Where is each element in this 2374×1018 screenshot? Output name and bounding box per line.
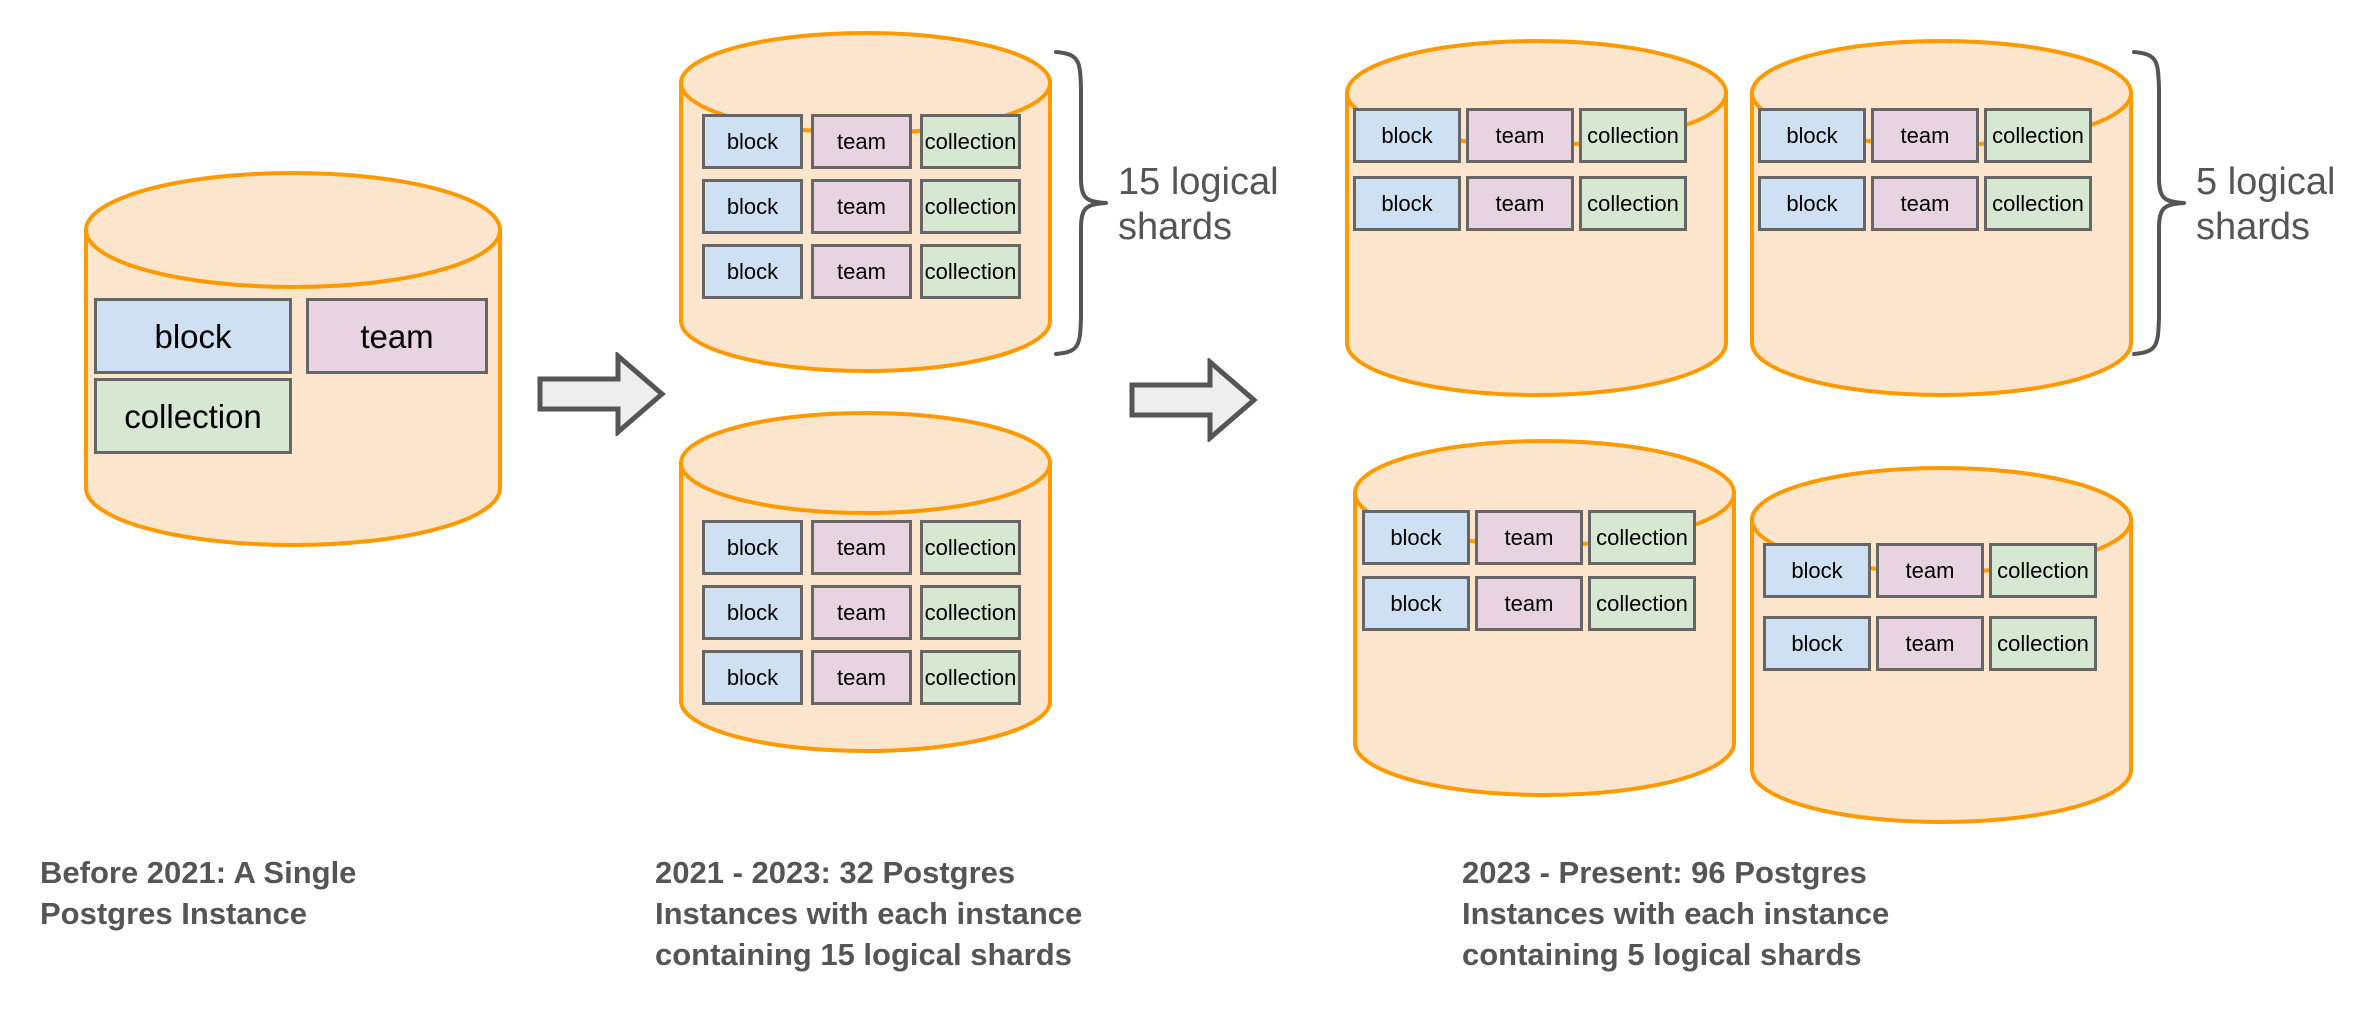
table-box-collection[interactable]: collection — [1588, 510, 1696, 565]
cylinder-table-rows: block team collection block team collect… — [1352, 438, 1737, 798]
stage-1-caption: Before 2021: A Single Postgres Instance — [40, 855, 357, 932]
curly-brace-icon — [2132, 50, 2186, 356]
table-box-block[interactable]: block — [1353, 108, 1461, 163]
table-box-collection[interactable]: collection — [920, 114, 1021, 169]
table-box-collection[interactable]: collection — [94, 378, 292, 454]
table-box-collection[interactable]: collection — [920, 520, 1021, 575]
arrow-stage1-to-stage2 — [536, 350, 666, 438]
table-box-block[interactable]: block — [702, 244, 803, 299]
table-box-team[interactable]: team — [1871, 108, 1979, 163]
brace-stage3 — [2128, 48, 2190, 358]
table-box-collection[interactable]: collection — [1588, 576, 1696, 631]
table-box-team[interactable]: team — [811, 244, 912, 299]
table-box-team[interactable]: team — [306, 298, 488, 374]
table-box-block[interactable]: block — [702, 179, 803, 234]
cylinder-stage3-top-left[interactable]: block team collection block team collect… — [1344, 38, 1729, 398]
table-box-block[interactable]: block — [1758, 176, 1866, 231]
table-box-collection[interactable]: collection — [920, 585, 1021, 640]
brace-stage2 — [1050, 48, 1112, 358]
table-box-block[interactable]: block — [1362, 510, 1470, 565]
table-box-team[interactable]: team — [811, 179, 912, 234]
table-box-collection[interactable]: collection — [1989, 543, 2097, 598]
table-box-block[interactable]: block — [1353, 176, 1461, 231]
arrow-right-icon — [1129, 356, 1258, 444]
table-box-collection[interactable]: collection — [1989, 616, 2097, 671]
table-box-team[interactable]: team — [811, 585, 912, 640]
arrow-stage2-to-stage3 — [1128, 356, 1258, 444]
table-box-team[interactable]: team — [1466, 108, 1574, 163]
cylinder-single-instance[interactable]: block team collection — [83, 170, 503, 548]
table-box-block[interactable]: block — [1758, 108, 1866, 163]
table-box-block[interactable]: block — [702, 585, 803, 640]
cylinder-table-rows: block team collection — [83, 170, 503, 548]
arrow-right-icon — [537, 350, 666, 438]
table-box-block[interactable]: block — [702, 520, 803, 575]
table-box-team[interactable]: team — [1475, 510, 1583, 565]
table-box-collection[interactable]: collection — [1579, 176, 1687, 231]
table-box-team[interactable]: team — [1475, 576, 1583, 631]
brace-label-stage2: 15 logical shards — [1118, 161, 1279, 248]
cylinder-table-rows: block team collection block team collect… — [1344, 38, 1729, 398]
table-box-team[interactable]: team — [1466, 176, 1574, 231]
table-box-team[interactable]: team — [811, 520, 912, 575]
cylinder-stage3-bottom-left[interactable]: block team collection block team collect… — [1352, 438, 1737, 798]
table-box-team[interactable]: team — [1876, 543, 1984, 598]
table-box-collection[interactable]: collection — [920, 179, 1021, 234]
cylinder-stage2-lower[interactable]: block team collection block team collect… — [678, 410, 1053, 754]
table-box-block[interactable]: block — [94, 298, 292, 374]
table-box-block[interactable]: block — [1362, 576, 1470, 631]
brace-label-stage3: 5 logical shards — [2196, 161, 2336, 248]
table-box-block[interactable]: block — [1763, 616, 1871, 671]
table-box-collection[interactable]: collection — [920, 244, 1021, 299]
table-box-team[interactable]: team — [1876, 616, 1984, 671]
cylinder-table-rows: block team collection block team collect… — [678, 410, 1053, 754]
curly-brace-icon — [1054, 50, 1108, 356]
cylinder-table-rows: block team collection block team collect… — [678, 30, 1053, 374]
stage-3-caption: 2023 - Present: 96 Postgres Instances wi… — [1462, 855, 1890, 973]
table-box-block[interactable]: block — [702, 650, 803, 705]
table-box-block[interactable]: block — [1763, 543, 1871, 598]
table-box-team[interactable]: team — [811, 650, 912, 705]
cylinder-stage2-upper[interactable]: block team collection block team collect… — [678, 30, 1053, 374]
cylinder-stage3-top-right[interactable]: block team collection block team collect… — [1749, 38, 2134, 398]
table-box-block[interactable]: block — [702, 114, 803, 169]
table-box-team[interactable]: team — [811, 114, 912, 169]
cylinder-table-rows: block team collection block team collect… — [1749, 38, 2134, 398]
table-box-team[interactable]: team — [1871, 176, 1979, 231]
table-box-collection[interactable]: collection — [920, 650, 1021, 705]
cylinder-stage3-bottom-right[interactable]: block team collection block team collect… — [1749, 465, 2134, 825]
table-box-collection[interactable]: collection — [1579, 108, 1687, 163]
stage-2-caption: 2021 - 2023: 32 Postgres Instances with … — [655, 855, 1083, 973]
table-box-collection[interactable]: collection — [1984, 108, 2092, 163]
table-box-collection[interactable]: collection — [1984, 176, 2092, 231]
cylinder-table-rows: block team collection block team collect… — [1749, 465, 2134, 825]
